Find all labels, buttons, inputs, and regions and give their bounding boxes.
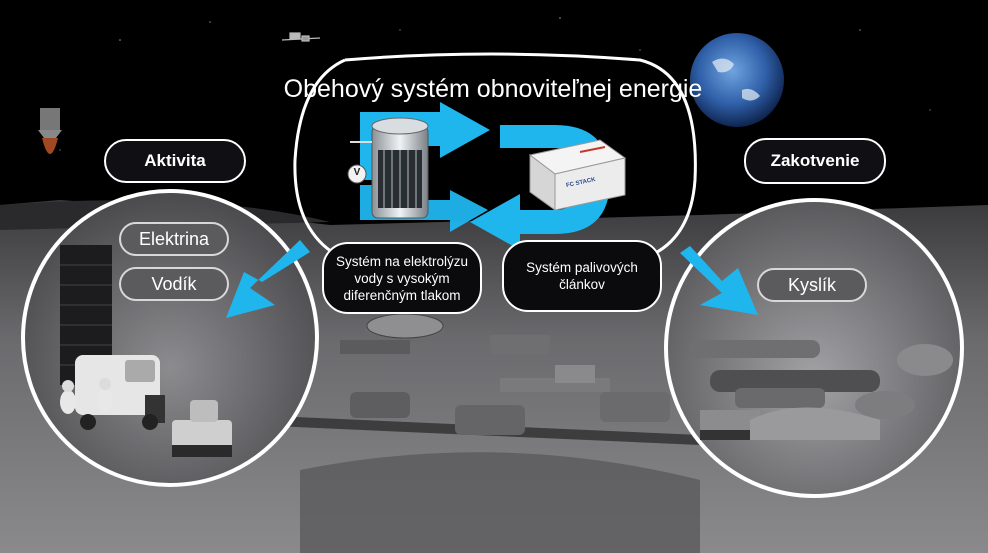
electrolysis-system-label: Systém na elektrolýzu vody s vysokým dif… [322, 242, 482, 314]
output-arrows [226, 240, 758, 318]
fuel-cell-stack-icon [528, 139, 627, 211]
lander-icon [38, 108, 62, 154]
oxygen-label: Kyslík [757, 268, 867, 302]
electricity-label: Elektrina [119, 222, 229, 256]
anchoring-scene [690, 340, 953, 440]
activity-scene [60, 245, 232, 457]
electrolyzer-device-icon [347, 117, 429, 219]
diagram-title: Obehový systém obnoviteľnej energie [283, 75, 703, 103]
earth-icon [690, 33, 784, 127]
electrolyzer-marker: V [353, 167, 361, 178]
cycle-loop-outline [344, 52, 697, 264]
hydrogen-label: Vodík [119, 267, 229, 301]
lunar-base-structures [340, 313, 670, 435]
anchoring-badge: Zakotvenie [744, 138, 886, 184]
fuel-cell-system-label: Systém palivových článkov [502, 240, 662, 312]
satellite-icon [281, 32, 321, 42]
activity-badge: Aktivita [104, 139, 246, 183]
stars [59, 17, 931, 151]
